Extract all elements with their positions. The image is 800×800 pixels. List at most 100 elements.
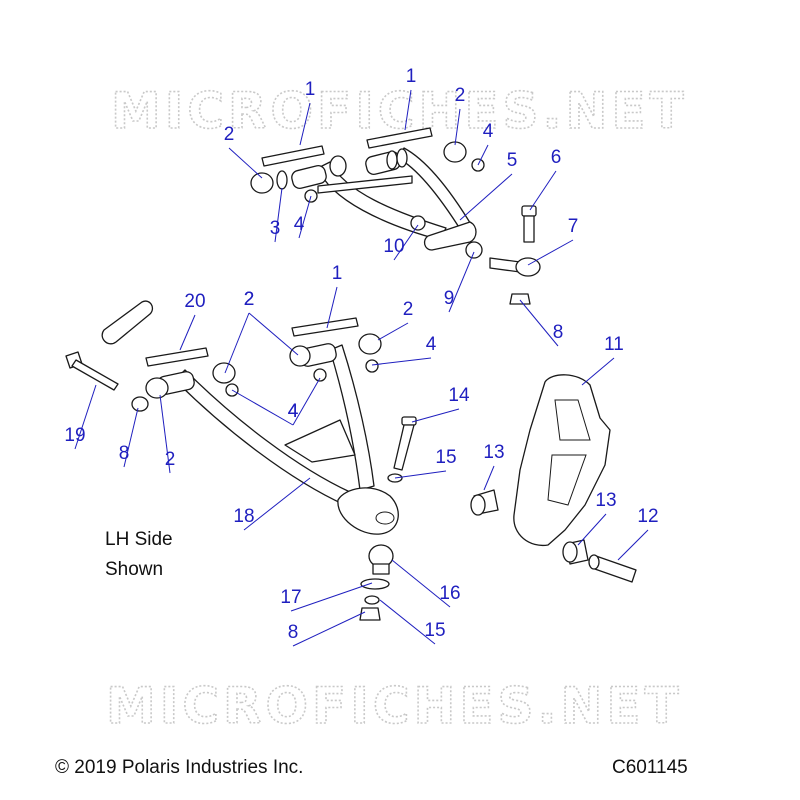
- callout-2: 2: [403, 299, 414, 320]
- leader-line-4: [371, 357, 432, 366]
- leader-line-2: [228, 147, 263, 179]
- lower-grease-fitting-2: [313, 368, 327, 382]
- leader-line-12: [617, 529, 649, 561]
- washer-15-bottom: [364, 595, 380, 605]
- bolt-6: [521, 205, 537, 243]
- leader-line-20: [179, 314, 196, 351]
- upper-nut-10: [410, 215, 426, 231]
- lower-bushing-4: [358, 333, 382, 355]
- upper-bushing-mid: [329, 155, 347, 177]
- callout-7: 7: [568, 216, 579, 237]
- callout-12: 12: [637, 506, 658, 527]
- callout-15: 15: [424, 620, 445, 641]
- leader-line-4: [298, 195, 312, 239]
- leader-line-2: [248, 312, 299, 356]
- leader-line-8: [292, 611, 366, 647]
- upper-bushing-left: [250, 172, 274, 194]
- callout-8: 8: [288, 622, 299, 643]
- leader-line-1: [326, 286, 338, 329]
- note-line-1: LH Side: [105, 529, 173, 550]
- leader-line-14: [411, 408, 460, 423]
- leader-line-7: [527, 239, 574, 266]
- callout-2: 2: [165, 449, 176, 470]
- callout-4: 4: [426, 334, 437, 355]
- callout-2: 2: [244, 289, 255, 310]
- callout-2: 2: [224, 124, 235, 145]
- callout-9: 9: [444, 288, 455, 309]
- watermark-top: MICROFICHES.NET: [111, 82, 688, 140]
- leader-line-16: [391, 559, 451, 608]
- lower-pivot-bolt-20: [145, 347, 209, 367]
- leader-line-10: [393, 224, 419, 261]
- callout-8: 8: [553, 322, 564, 343]
- callout-1: 1: [305, 79, 316, 100]
- upper-arm-cross-brace: [317, 175, 413, 194]
- leader-line-4: [292, 377, 321, 426]
- lower-a-arm-assembly: [101, 300, 399, 535]
- callout-19: 19: [64, 425, 85, 446]
- leader-line-13: [577, 513, 607, 546]
- upper-o-ring-1: [276, 170, 288, 190]
- washer-9: [465, 241, 483, 259]
- callout-11: 11: [604, 334, 624, 355]
- leader-line-2: [454, 108, 461, 146]
- leader-line-8: [123, 407, 139, 468]
- leader-line-3: [274, 187, 283, 243]
- lower-arm-gusset: [284, 419, 356, 463]
- callout-3: 3: [270, 218, 281, 239]
- upper-o-ring-2: [386, 150, 398, 170]
- copyright-text: © 2019 Polaris Industries Inc.: [55, 757, 303, 778]
- link-plate-20: [101, 300, 154, 345]
- nut-8-bottom: [359, 607, 381, 621]
- lower-bushing-2: [212, 362, 236, 384]
- leader-line-17: [290, 582, 373, 612]
- callout-2: 2: [244, 289, 255, 310]
- leader-line-1: [404, 89, 412, 131]
- callout-14: 14: [448, 385, 470, 406]
- tie-rod-end-7: [489, 257, 541, 277]
- callout-5: 5: [507, 150, 518, 171]
- leader-line-1: [299, 102, 311, 146]
- leader-line-15: [379, 599, 436, 645]
- callout-20: 20: [184, 291, 205, 312]
- bushing-13-right: [562, 539, 589, 565]
- lower-grease-fitting-3: [365, 359, 379, 373]
- lower-arm-front-tube: [329, 344, 375, 491]
- callout-10: 10: [383, 236, 404, 257]
- nut-8-left: [131, 396, 149, 412]
- callout-1: 1: [406, 66, 417, 87]
- callout-18: 18: [233, 506, 254, 527]
- callout-13: 13: [483, 442, 504, 463]
- lower-bushing-3: [289, 345, 311, 367]
- leader-line-19: [74, 384, 97, 450]
- leader-line-5: [459, 173, 513, 221]
- upper-pivot-bolt-1: [261, 145, 325, 167]
- callout-4: 4: [288, 401, 299, 422]
- upper-arm-ball-joint-head: [423, 221, 477, 251]
- callout-17: 17: [280, 587, 301, 608]
- leader-line-2: [159, 394, 171, 474]
- leader-line-11: [581, 357, 615, 386]
- leader-line-2: [377, 322, 409, 341]
- leader-line-2: [224, 312, 250, 374]
- leader-line-8: [519, 299, 559, 347]
- leader-line-4: [231, 389, 294, 426]
- pin-12: [588, 554, 637, 583]
- callout-8: 8: [119, 443, 130, 464]
- leader-line-18: [243, 477, 311, 531]
- lower-bushing-1: [145, 377, 169, 399]
- nut-8-upper: [509, 293, 531, 305]
- callout-4: 4: [483, 121, 494, 142]
- callout-16: 16: [439, 583, 460, 604]
- leader-line-4: [477, 144, 489, 166]
- bolt-19: [65, 351, 119, 391]
- upper-arm-pivot-rear: [291, 164, 327, 190]
- callout-13: 13: [595, 490, 616, 511]
- leader-line-13: [483, 465, 495, 491]
- leader-line-9: [448, 251, 475, 313]
- watermark-bottom: MICROFICHES.NET: [106, 677, 683, 735]
- callout-6: 6: [551, 147, 562, 168]
